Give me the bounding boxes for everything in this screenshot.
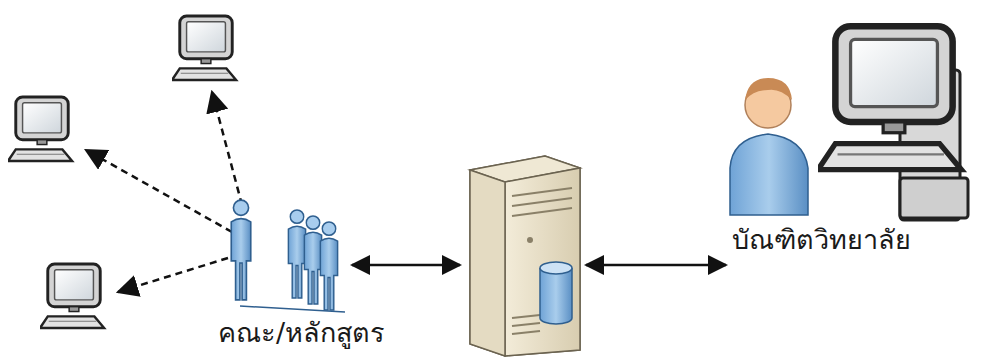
- actor-node: บัณฑิตวิทยาลัย: [728, 20, 980, 306]
- data-flow-arrow: [586, 264, 726, 267]
- data-flow-arrow: [352, 264, 460, 267]
- node-label: บัณฑิตวิทยาลัย: [730, 224, 913, 255]
- node-label: คณะ/หลักสูตร: [216, 317, 387, 348]
- actor-node: คณะ/หลักสูตร: [212, 195, 350, 310]
- server-node: [462, 152, 584, 358]
